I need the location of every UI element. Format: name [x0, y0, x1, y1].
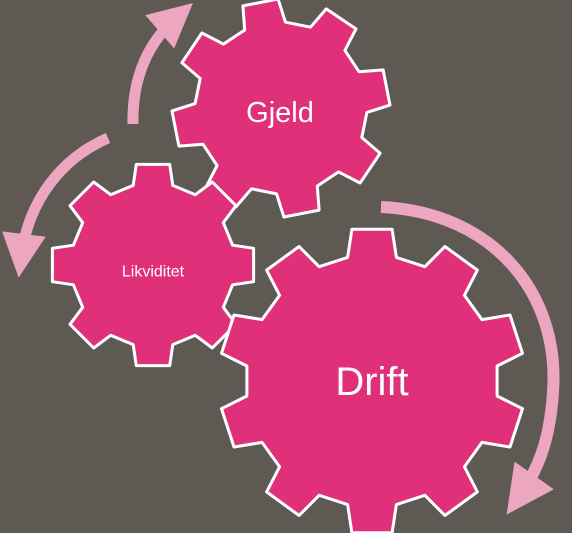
gear-gjeld [170, 0, 392, 219]
gear-label-gjeld: Gjeld [246, 97, 314, 129]
arrow-down-to-likviditet [2, 132, 111, 278]
arrow-up-to-gjeld [127, 3, 193, 125]
gear-label-drift: Drift [335, 360, 408, 404]
gear-label-likviditet: Likviditet [122, 264, 185, 281]
arrow-around-drift [380, 201, 560, 515]
gear-likviditet [50, 162, 256, 368]
